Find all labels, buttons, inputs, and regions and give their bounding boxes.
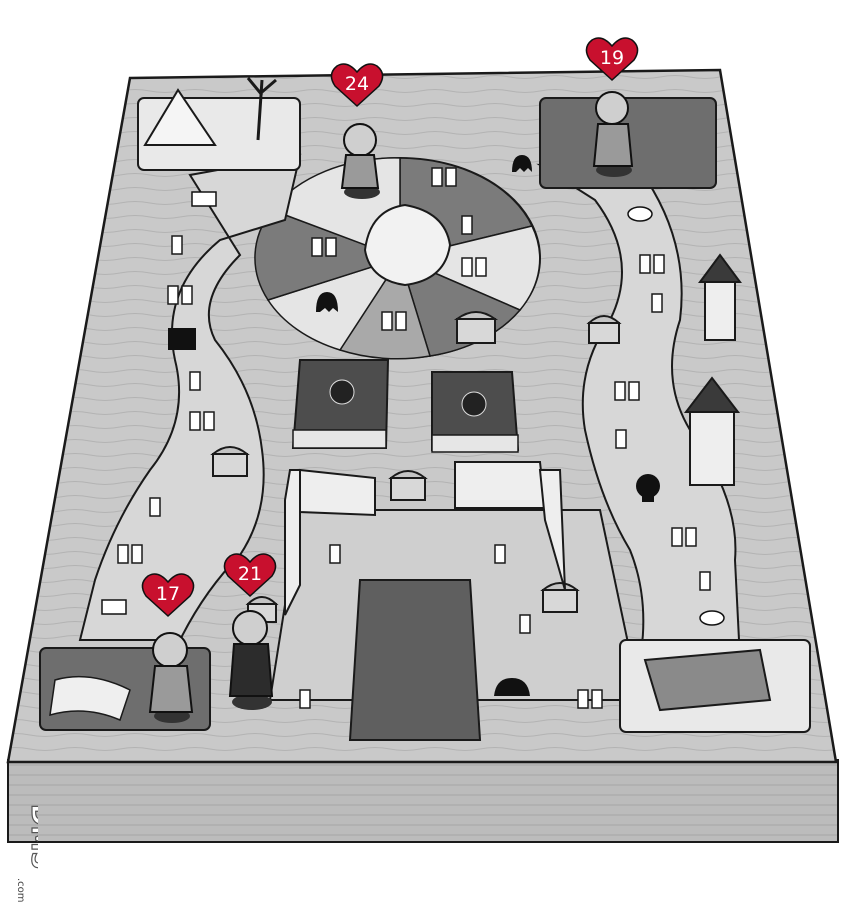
card-slot	[167, 285, 179, 305]
card-slot	[614, 381, 626, 401]
card-slot	[171, 235, 183, 255]
hp-value-p2: 19	[600, 47, 624, 69]
card-slot	[577, 689, 589, 709]
player-token-2[interactable]	[592, 91, 634, 177]
card-slot	[615, 429, 627, 449]
card-slot	[685, 527, 697, 547]
card-deck-right[interactable]	[431, 371, 520, 453]
treasure-chest-icon	[388, 470, 428, 501]
slime-icon	[494, 678, 530, 696]
treasure-chest-icon	[210, 446, 250, 477]
card-slot	[671, 527, 683, 547]
card-slot	[628, 381, 640, 401]
card-slot	[381, 311, 393, 331]
candy-icon	[101, 599, 127, 615]
hp-value-p4: 21	[238, 563, 262, 585]
card-slot	[461, 257, 473, 277]
left-path	[78, 153, 302, 641]
card-slot	[395, 311, 407, 331]
watermark: DM5 .com	[15, 803, 38, 903]
stone-wall-right	[454, 461, 566, 591]
card-slot	[299, 689, 311, 709]
card-slot	[699, 571, 711, 591]
card-slot	[181, 285, 193, 305]
card-slot	[475, 257, 487, 277]
player-token-3[interactable]	[148, 632, 194, 723]
camp-bottom-right	[619, 639, 811, 733]
card-slot	[311, 237, 323, 257]
card-slot	[189, 371, 201, 391]
watermark-brand: DM5	[25, 804, 38, 870]
card-slot	[651, 293, 663, 313]
card-deck-left[interactable]	[291, 359, 390, 449]
card-slot	[591, 689, 603, 709]
hp-value-p3: 17	[156, 583, 180, 605]
card-slot	[494, 544, 506, 564]
tower-small	[698, 253, 742, 341]
board-front-side	[7, 759, 839, 843]
treasure-chest-icon	[586, 315, 622, 344]
hp-heart-p4: 21	[223, 553, 277, 598]
bread-icon	[627, 206, 653, 222]
card-slot	[431, 167, 443, 187]
hp-heart-p2: 19	[585, 37, 639, 82]
skull-icon	[636, 474, 660, 502]
treasure-chest-icon	[540, 582, 580, 613]
stone-wall-left	[284, 468, 376, 616]
card-slot	[461, 215, 473, 235]
bread-icon	[699, 610, 725, 626]
player-token-1[interactable]	[340, 123, 380, 199]
card-slot	[653, 254, 665, 274]
candy-icon	[191, 191, 217, 207]
card-slot	[203, 411, 215, 431]
card-slot	[329, 544, 341, 564]
watermark-suffix: .com	[15, 878, 26, 903]
card-slot	[445, 167, 457, 187]
treasure-chest-icon	[453, 311, 499, 344]
camp-top-left	[137, 77, 301, 171]
hp-heart-p3: 17	[141, 573, 195, 618]
ghost-icon	[316, 292, 338, 312]
card-slot	[639, 254, 651, 274]
card-slot	[131, 544, 143, 564]
tower-large	[683, 376, 741, 486]
hp-value-p1: 24	[345, 73, 369, 95]
ghost-icon	[512, 155, 532, 172]
card-slot	[325, 237, 337, 257]
hp-heart-p1: 24	[330, 63, 384, 108]
card-slot	[519, 614, 531, 634]
card-slot	[117, 544, 129, 564]
player-token-4[interactable]	[228, 610, 274, 710]
demon-icon	[168, 328, 196, 350]
card-slot	[149, 497, 161, 517]
card-slot	[189, 411, 201, 431]
